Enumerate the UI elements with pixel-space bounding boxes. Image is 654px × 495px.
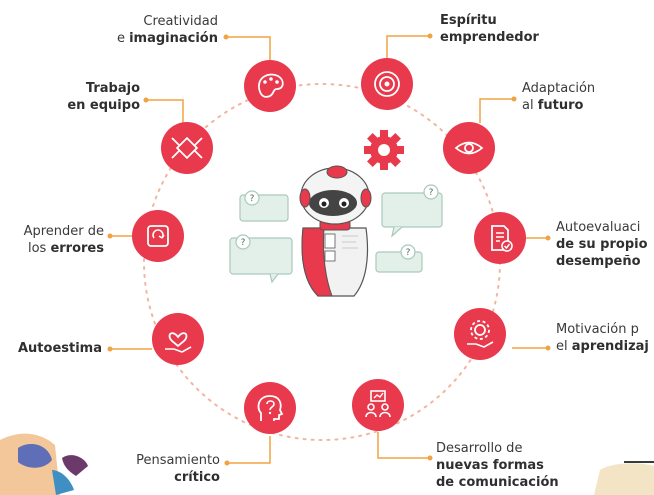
label-line: Trabajo — [85, 81, 140, 96]
label-line: Autoevaluaci — [556, 220, 641, 235]
label-line: de comunicación — [436, 475, 559, 490]
label-autoestima: Autoestima — [18, 340, 102, 357]
gear-hand-icon — [454, 308, 506, 360]
head-question-icon — [244, 382, 296, 434]
label-line: emprendedor — [440, 30, 539, 45]
label-errores: Aprender de los errores — [24, 223, 104, 257]
label-line: los errores — [27, 241, 104, 256]
label-line: Pensamiento — [136, 453, 220, 468]
label-line: Autoestima — [17, 341, 102, 356]
label-line: Desarrollo de — [436, 441, 523, 456]
decorative-box — [594, 461, 654, 495]
label-motivacion: Motivación p el aprendizaj — [556, 321, 649, 355]
skill-circles — [132, 58, 526, 434]
document-check-icon — [474, 212, 526, 264]
label-pensamiento: Pensamiento crítico — [136, 452, 220, 486]
eye-icon — [443, 122, 495, 174]
puzzle-hands-icon — [161, 122, 213, 174]
question-mark: ? — [250, 194, 255, 204]
heart-hand-icon — [152, 313, 204, 365]
label-line: desempeño — [556, 254, 641, 269]
label-trabajo: Trabajo en equipo — [67, 80, 140, 114]
label-line: Adaptación — [522, 81, 596, 96]
label-line: nuevas formas — [436, 458, 544, 473]
label-line: e imaginación — [116, 31, 218, 46]
label-line: el aprendizaj — [556, 339, 649, 354]
speech-bubble-top-right — [381, 184, 443, 238]
target-icon — [361, 58, 413, 110]
label-desarrollo: Desarrollo de nuevas formas de comunicac… — [436, 440, 559, 491]
label-line: en equipo — [67, 98, 140, 113]
bubble-question-marks: ? ? ? ? — [241, 188, 434, 258]
label-line: Espíritu — [440, 13, 497, 28]
question-mark: ? — [429, 188, 434, 198]
speech-bubble-right — [375, 244, 423, 273]
label-line: al futuro — [522, 98, 584, 113]
speech-bubbles — [229, 184, 443, 284]
character-illustration — [0, 433, 88, 495]
speech-bubble-left — [229, 234, 293, 284]
label-adaptacion: Adaptación al futuro — [522, 80, 595, 114]
palette-icon — [244, 60, 296, 112]
connector-dots — [107, 33, 551, 466]
question-mark: ? — [241, 238, 246, 248]
label-espiritu: Espíritu emprendedor — [440, 12, 539, 46]
label-creatividad: Creatividad e imaginación — [117, 13, 218, 47]
question-mark: ? — [406, 248, 411, 258]
gear-icon — [364, 130, 404, 170]
robot-icon — [299, 165, 372, 297]
label-line: de su propio — [556, 237, 648, 252]
label-line: Aprender de — [23, 224, 104, 239]
people-chart-icon — [352, 379, 404, 431]
label-autoevaluacion: Autoevaluaci de su propio desempeño — [556, 219, 648, 270]
refresh-board-icon — [132, 210, 184, 262]
speech-bubble-top-left — [239, 190, 289, 222]
label-line: Motivación p — [556, 322, 639, 337]
label-line: crítico — [174, 470, 220, 485]
label-line: Creatividad — [143, 14, 218, 29]
